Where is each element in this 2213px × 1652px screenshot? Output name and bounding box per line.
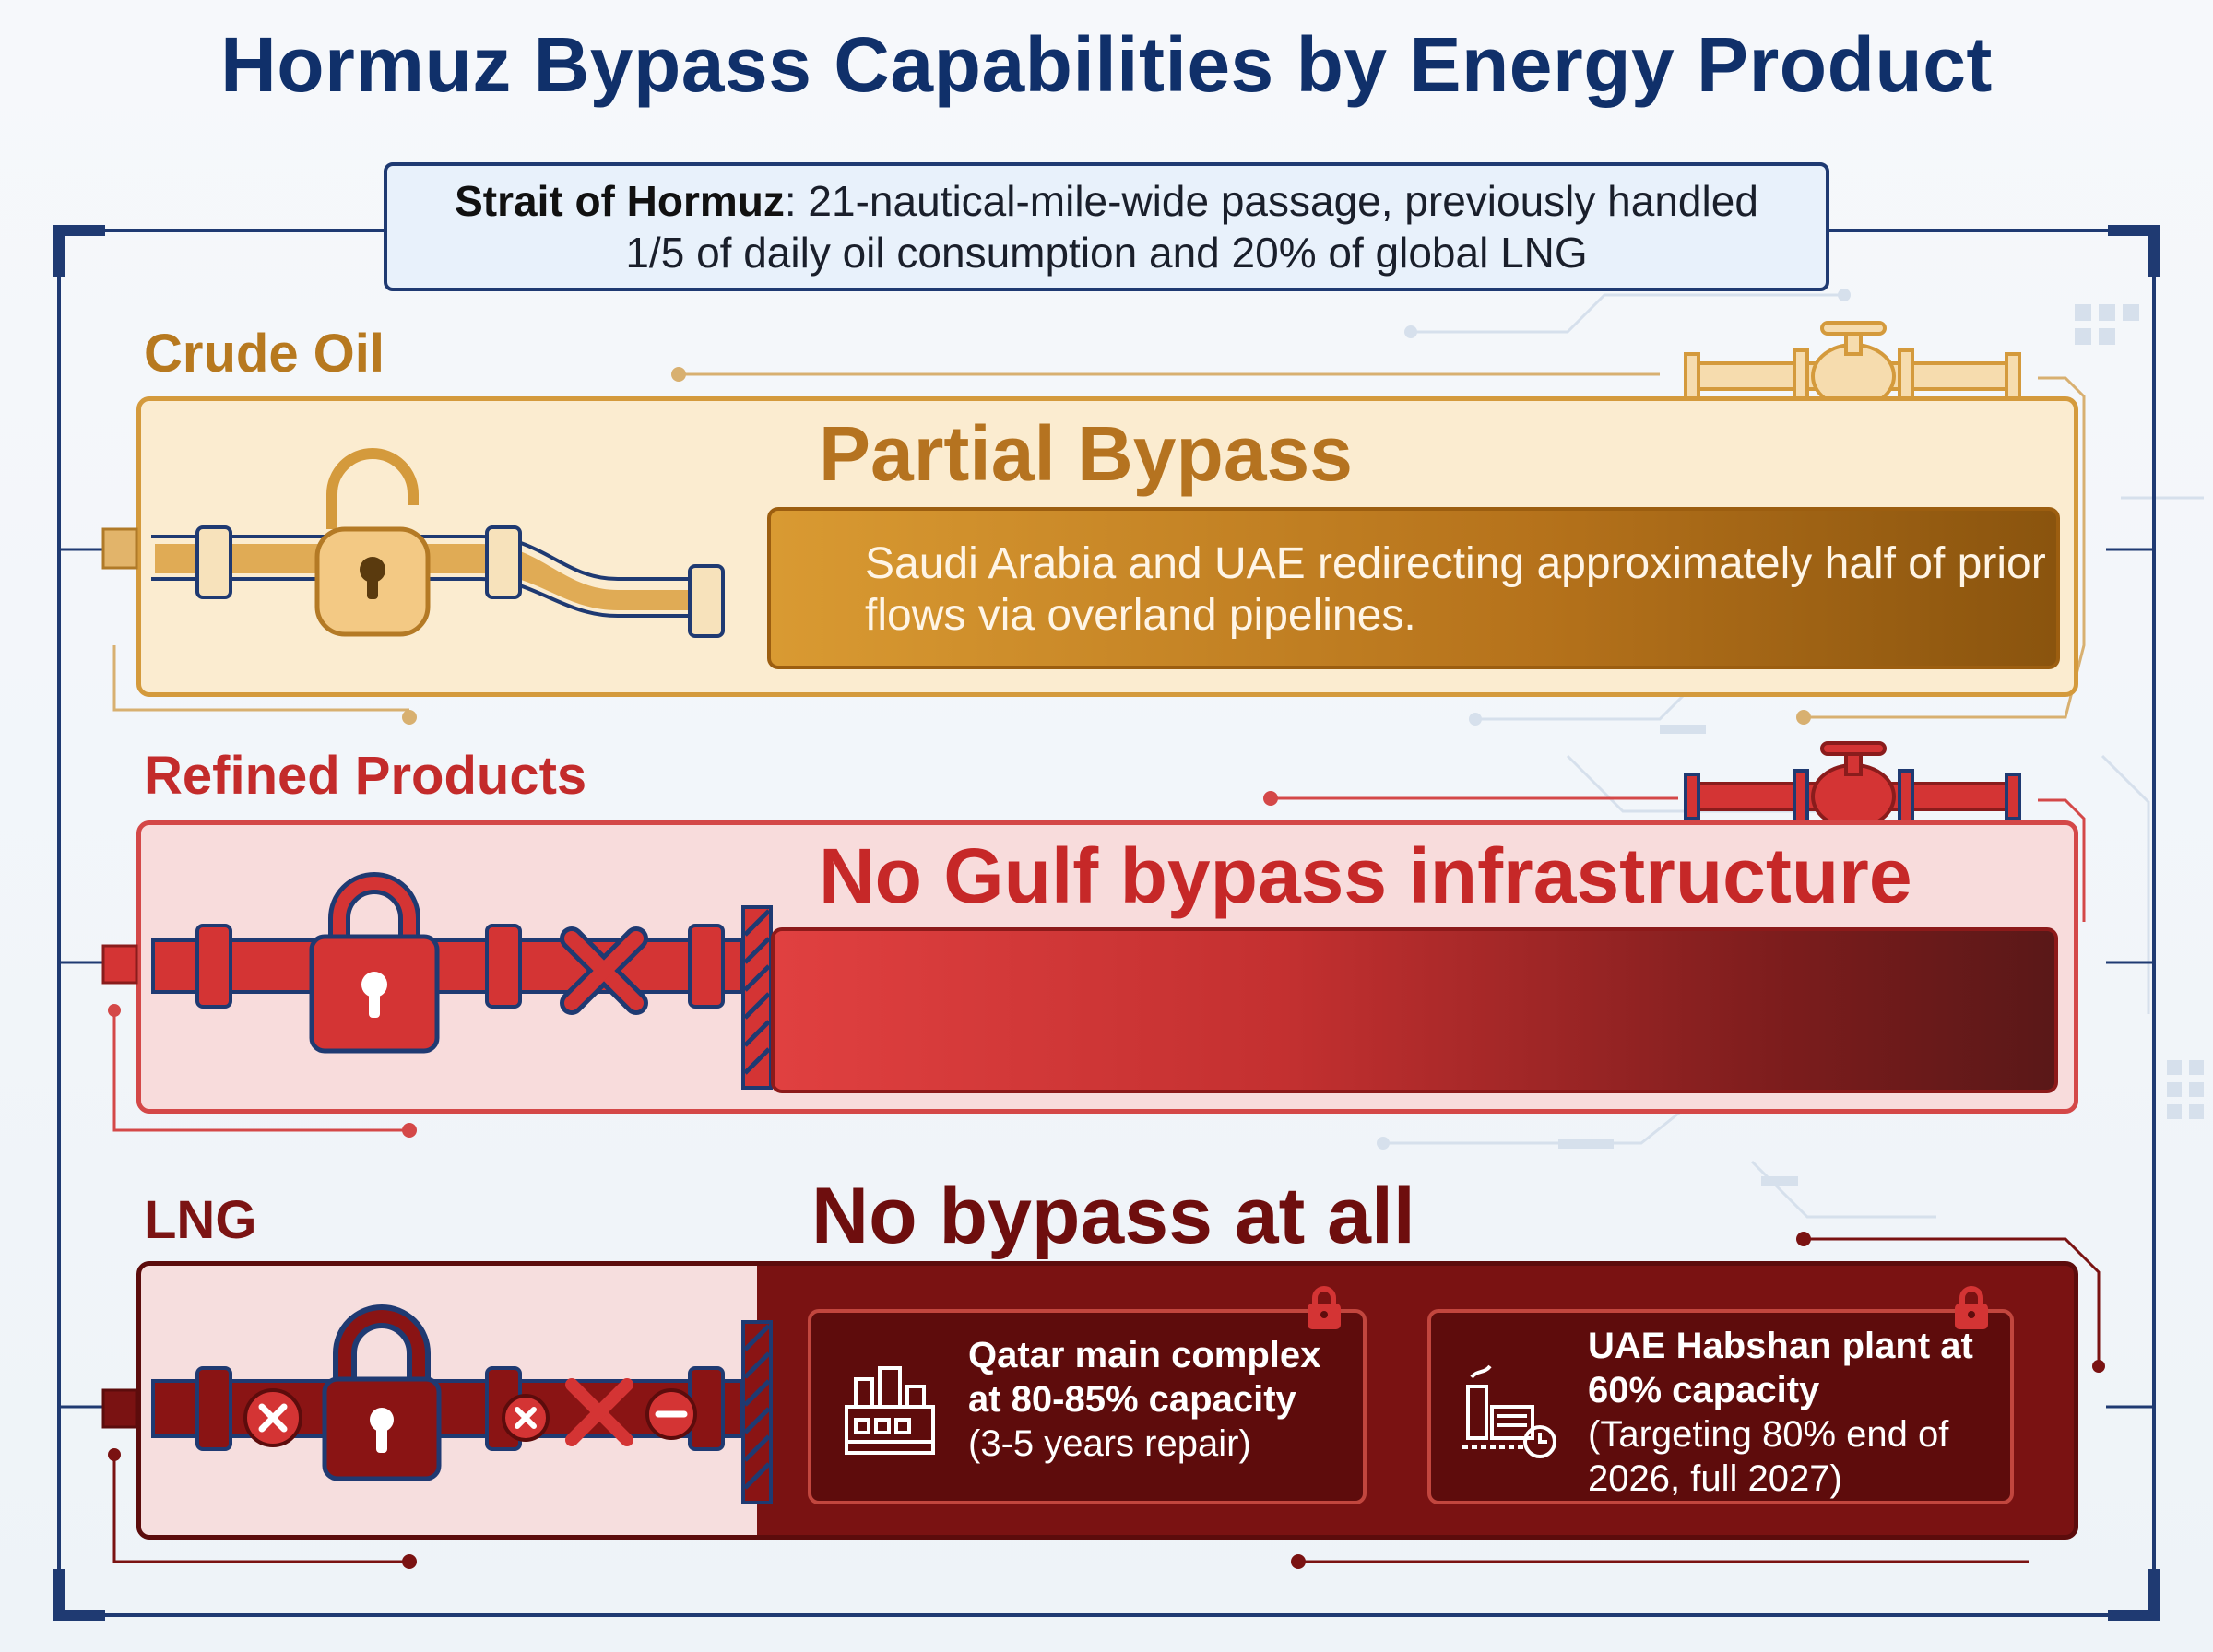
refined-valve-pipe-icon — [1684, 741, 2021, 830]
uae-habshan-card: UAE Habshan plant at 60% capacity (Targe… — [1427, 1286, 2014, 1504]
lock-icon — [1955, 1286, 1988, 1329]
uae-card-text: UAE Habshan plant at 60% capacity (Targe… — [1588, 1324, 1997, 1501]
crude-oil-label: Crude Oil — [144, 324, 385, 384]
qatar-complex-card: Qatar main complex at 80-85% capacity (3… — [808, 1286, 1367, 1504]
qatar-title: Qatar main complex at 80-85% capacity — [968, 1335, 1321, 1420]
refinery-icon — [845, 1366, 935, 1455]
uae-note: (Targeting 80% end of 2026, full 2027) — [1588, 1414, 1949, 1499]
strait-info-line1: Strait of Hormuz: 21-nautical-mile-wide … — [455, 175, 1758, 227]
crude-description-box: Saudi Arabia and UAE redirecting approxi… — [767, 507, 2060, 669]
crude-valve-pipe-icon — [1684, 321, 2021, 409]
refined-status: No Gulf bypass infrastructure — [819, 832, 1912, 919]
lng-label: LNG — [144, 1190, 257, 1250]
strait-info-rest: : 21-nautical-mile-wide passage, previou… — [784, 177, 1758, 225]
strait-name: Strait of Hormuz — [455, 177, 785, 225]
lock-icon — [1308, 1286, 1341, 1329]
refined-status-bar — [771, 927, 2058, 1093]
plant-clock-icon — [1462, 1364, 1556, 1458]
crude-pipeline-icon — [101, 448, 725, 638]
crude-status: Partial Bypass — [819, 410, 1353, 497]
page-title: Hormuz Bypass Capabilities by Energy Pro… — [220, 21, 1993, 108]
strait-info-line2: 1/5 of daily oil consumption and 20% of … — [625, 229, 1588, 277]
uae-title: UAE Habshan plant at 60% capacity — [1588, 1326, 1973, 1410]
refined-products-label: Refined Products — [144, 746, 587, 806]
strait-info-box: Strait of Hormuz: 21-nautical-mile-wide … — [384, 162, 1829, 291]
refined-blocked-pipeline-icon — [101, 872, 773, 1090]
lng-blocked-pipeline-icon — [101, 1304, 773, 1504]
qatar-card-text: Qatar main complex at 80-85% capacity (3… — [968, 1333, 1350, 1466]
lng-status: No bypass at all — [811, 1172, 1415, 1260]
qatar-note: (3-5 years repair) — [968, 1423, 1251, 1464]
